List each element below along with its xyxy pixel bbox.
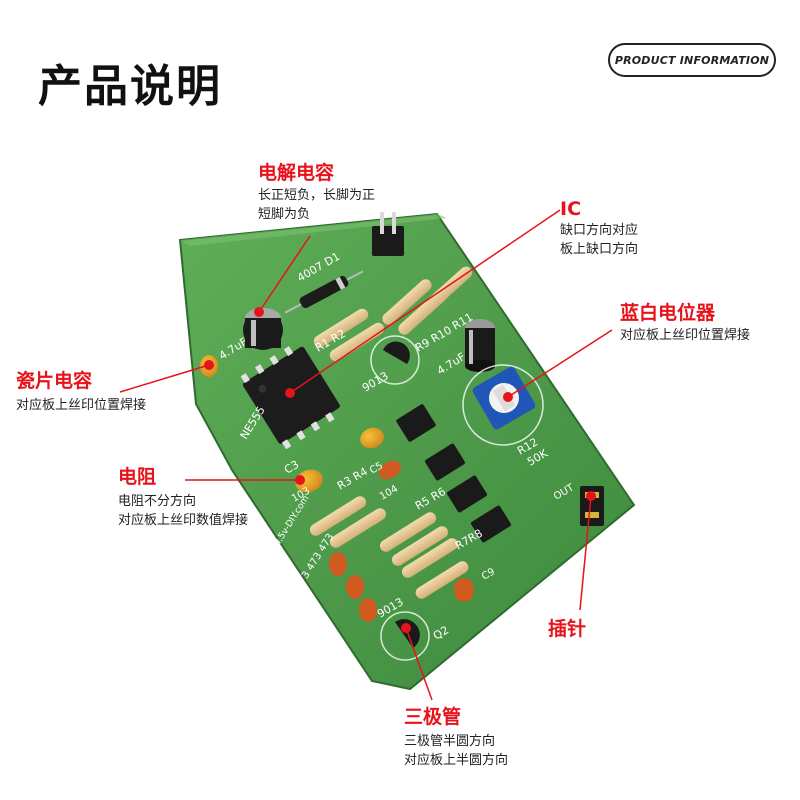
resistor-label: 电阻 (118, 466, 157, 488)
electrolytic-capacitor-desc-1: 长正短负，长脚为正 (258, 188, 376, 203)
electrolytic-capacitor-label: 电解电容 (258, 162, 335, 184)
power-pin-header (372, 212, 404, 256)
resistor-desc-1: 电阻不分方向 (118, 494, 197, 509)
ic-desc-2: 板上缺口方向 (560, 242, 639, 257)
ceramic-capacitor-desc-1: 对应板上丝印位置焊接 (16, 398, 147, 413)
electrolytic-capacitor-c1 (243, 308, 283, 350)
page-title: 产品说明 (38, 61, 222, 112)
transistor-desc-2: 对应板上半圆方向 (404, 753, 509, 768)
ceramic-capacitor-c3 (295, 469, 323, 493)
c3-silk: C3 (282, 458, 301, 477)
resistor-r5 (379, 512, 437, 552)
jumper-headers (396, 404, 512, 543)
resistor-r2 (329, 322, 385, 362)
electrolytic-capacitor-desc-2: 短脚为负 (258, 207, 311, 222)
resistor-desc-2: 对应板上丝印数值焊接 (118, 513, 249, 528)
pcb-board (178, 212, 636, 691)
leader-lines (119, 209, 613, 701)
pin-header-label: 插针 (548, 618, 587, 640)
resistor-r4 (329, 508, 387, 548)
ic-label: IC (560, 198, 582, 220)
ic-desc-1: 缺口方向对应 (560, 223, 639, 238)
ceramic-capacitor-label: 瓷片电容 (16, 370, 93, 392)
resistor-r8 (415, 561, 469, 599)
electrolytic-capacitor-c10 (465, 319, 495, 372)
small-capacitors (329, 460, 474, 622)
transistor-label: 三极管 (404, 706, 462, 728)
resistor-r6 (391, 526, 449, 566)
product-information-badge: PRODUCT INFORMATION (608, 43, 776, 77)
potentiometer-label: 蓝白电位器 (620, 302, 716, 324)
transistor-q1 (383, 341, 410, 364)
resistor-r7 (401, 538, 459, 578)
resistor-r9 (382, 279, 432, 325)
transistor-desc-1: 三极管半圆方向 (404, 734, 496, 749)
diode-d1 (284, 270, 364, 314)
ceramic-capacitor-c4 (360, 427, 384, 449)
resistor-r1 (313, 308, 369, 348)
potentiometer-desc-1: 对应板上丝印位置焊接 (620, 328, 751, 343)
resistor-r3 (309, 496, 367, 536)
